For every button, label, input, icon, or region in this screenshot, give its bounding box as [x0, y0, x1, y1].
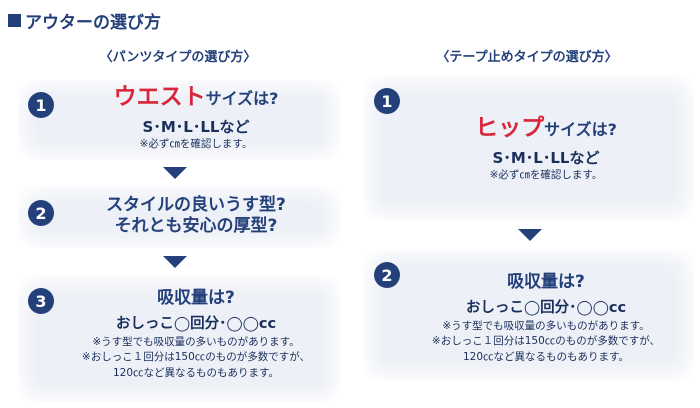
tape-type-heading: 〈テープ止めタイプの選び方〉: [436, 50, 618, 65]
step-number-2: 2: [374, 262, 400, 288]
step-number-1: 1: [28, 92, 54, 118]
step-number-1: 1: [374, 88, 400, 114]
cm-note: ※必ず㎝を確認します。: [489, 168, 603, 181]
urine-volume-line: おしっこ◯回分･◯◯cc: [115, 316, 277, 333]
waist-highlight: ウエスト: [113, 84, 206, 110]
absorbency-note-3: 120㏄など異なるものもあります。: [113, 366, 279, 379]
size-options: S･M･L･LLなど: [492, 148, 600, 167]
hip-highlight: ヒップ: [475, 115, 545, 141]
absorbency-headline: 吸収量は?: [157, 288, 235, 308]
hip-size-headline: ヒップサイズは?: [475, 114, 617, 143]
absorbency-note-1: ※うす型でも吸収量の多いものがあります。: [442, 320, 650, 333]
waist-size-headline: ウエストサイズは?: [114, 83, 279, 112]
thickness-question-line-2: それとも安心の厚型?: [114, 216, 278, 237]
triangle-down-icon: [518, 229, 542, 241]
absorbency-note-1: ※うす型でも吸収量の多いものがあります。: [92, 336, 300, 349]
step-number-3: 3: [28, 288, 54, 314]
size-options: S･M･L･LLなど: [142, 117, 250, 136]
size-question: サイズは?: [205, 89, 279, 108]
pants-step-1-card: 1 ウエストサイズは? S･M･L･LLなど ※必ず㎝を確認します。: [18, 80, 340, 160]
step-number-2: 2: [28, 200, 54, 226]
page-title: アウターの選び方: [8, 6, 161, 34]
triangle-down-icon: [163, 256, 187, 268]
urine-volume-line: おしっこ◯回分･◯◯cc: [465, 300, 627, 317]
pants-step-2-card: 2 スタイルの良いうす型? それとも安心の厚型?: [18, 186, 340, 248]
pants-step-3-card: 3 吸収量は? おしっこ◯回分･◯◯cc ※うす型でも吸収量の多いものがあります…: [18, 276, 340, 402]
absorbency-note-2: ※おしっこ１回分は150㏄のものが多数ですが、: [431, 335, 661, 348]
tape-step-1-card: 1 ヒップサイズは? S･M･L･LLなど ※必ず㎝を確認します。: [364, 76, 694, 220]
tape-step-2-card: 2 吸収量は? おしっこ◯回分･◯◯cc ※うす型でも吸収量の多いものがあります…: [364, 250, 694, 380]
size-question: サイズは?: [544, 120, 617, 139]
absorbency-headline: 吸収量は?: [507, 272, 585, 292]
pants-type-heading: 〈パンツタイプの選び方〉: [99, 50, 257, 65]
cm-note: ※必ず㎝を確認します。: [139, 137, 253, 150]
thickness-question-line-1: スタイルの良いうす型?: [106, 195, 286, 215]
absorbency-note-2: ※おしっこ１回分は150㏄のものが多数ですが、: [81, 351, 311, 364]
triangle-down-icon: [163, 167, 187, 179]
square-icon: [8, 13, 21, 27]
page-title-text: アウターの選び方: [25, 12, 161, 33]
absorbency-note-3: 120㏄など異なるものもあります。: [463, 350, 629, 363]
